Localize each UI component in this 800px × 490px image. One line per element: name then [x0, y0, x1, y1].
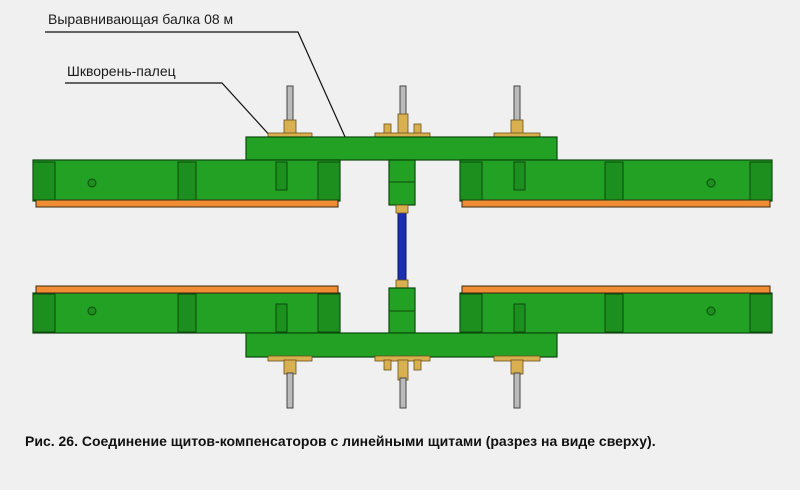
top-bolts — [267, 85, 541, 139]
top-left-edge-strip — [35, 199, 339, 208]
top-assembly — [32, 85, 773, 208]
bottom-assembly — [32, 285, 773, 409]
top-right-edge-strip — [461, 199, 771, 208]
beam-leader-line — [45, 31, 351, 149]
bottom-right-edge-strip — [461, 285, 771, 294]
pin-bolt-icon — [493, 85, 541, 139]
bottom-bolts — [267, 355, 541, 409]
figure-caption: Рис. 26. Соединение щитов-компенсаторов … — [25, 433, 656, 449]
pin-bolt-icon — [374, 355, 431, 409]
pin-bolt-icon — [374, 85, 431, 139]
pin-bolt-icon — [493, 355, 541, 409]
pin-bolt-icon — [267, 355, 313, 409]
top-leveling-beam — [245, 136, 558, 161]
bottom-left-edge-strip — [35, 285, 339, 294]
beam-label: Выравнивающая балка 08 м — [48, 11, 233, 27]
bottom-leveling-beam — [245, 332, 558, 358]
pin-label: Шкворень-палец — [67, 63, 176, 79]
connecting-rod — [397, 204, 407, 290]
pin-bolt-icon — [267, 85, 313, 139]
pin-leader-line — [65, 82, 284, 151]
